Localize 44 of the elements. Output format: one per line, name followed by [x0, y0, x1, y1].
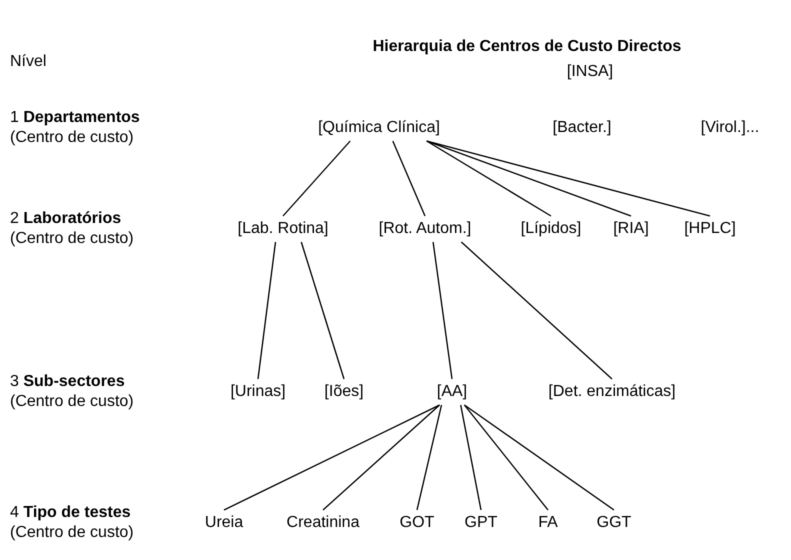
hierarchy-item: [Rot. Autom.]: [378, 217, 472, 241]
hierarchy-item: [Lab. Rotina]: [236, 217, 330, 241]
hierarchy-item: GPT: [464, 511, 498, 535]
hierarchy-item: [Bacter.]: [552, 116, 612, 140]
level-note: (Centro de custo): [10, 128, 134, 148]
connector-line: [282, 140, 351, 216]
connector-line: [432, 242, 453, 380]
connector-line: [300, 242, 345, 380]
connector-line: [416, 404, 442, 510]
hierarchy-item: [Química Clínica]: [317, 116, 441, 140]
hierarchy-item: Ureia: [204, 511, 244, 535]
connector-line: [460, 242, 612, 380]
level-note: (Centro de custo): [10, 229, 134, 249]
connector-line: [426, 140, 552, 217]
level-label: 3 Sub-sectores: [10, 372, 125, 392]
hierarchy-item: [AA]: [436, 380, 468, 404]
hierarchy-item: [Lípidos]: [520, 217, 582, 241]
level-note: Nível: [10, 52, 46, 72]
level-note: (Centro de custo): [10, 392, 134, 412]
hierarchy-item: GOT: [398, 511, 436, 535]
level-label: 2 Laboratórios: [10, 209, 122, 229]
level-note: (Centro de custo): [10, 523, 134, 543]
connector-line: [426, 140, 632, 217]
hierarchy-item: [Det. enzimáticas]: [547, 380, 677, 404]
connector-line: [426, 140, 710, 217]
diagram-title: Hierarquia de Centros de Custo Directos: [372, 37, 682, 57]
hierarchy-item: Creatinina: [286, 511, 360, 535]
hierarchy-item: [RIA]: [612, 217, 650, 241]
level-label: 4 Tipo de testes: [10, 503, 131, 523]
hierarchy-item: [INSA]: [566, 60, 614, 84]
hierarchy-item: [HPLC]: [683, 217, 737, 241]
connector-line: [392, 140, 426, 216]
connector-line: [257, 242, 276, 380]
connector-line: [224, 404, 440, 511]
connector-line: [464, 404, 548, 510]
hierarchy-item: [Virol.]...: [700, 116, 760, 140]
hierarchy-item: [Iões]: [323, 380, 365, 404]
level-label: 1 Departamentos: [10, 108, 140, 128]
hierarchy-item: FA: [537, 511, 559, 535]
connector-line: [460, 404, 482, 510]
hierarchy-item: GGT: [596, 511, 632, 535]
connector-line: [464, 404, 614, 511]
hierarchy-item: [Urinas]: [229, 380, 287, 404]
connector-line: [322, 404, 440, 510]
